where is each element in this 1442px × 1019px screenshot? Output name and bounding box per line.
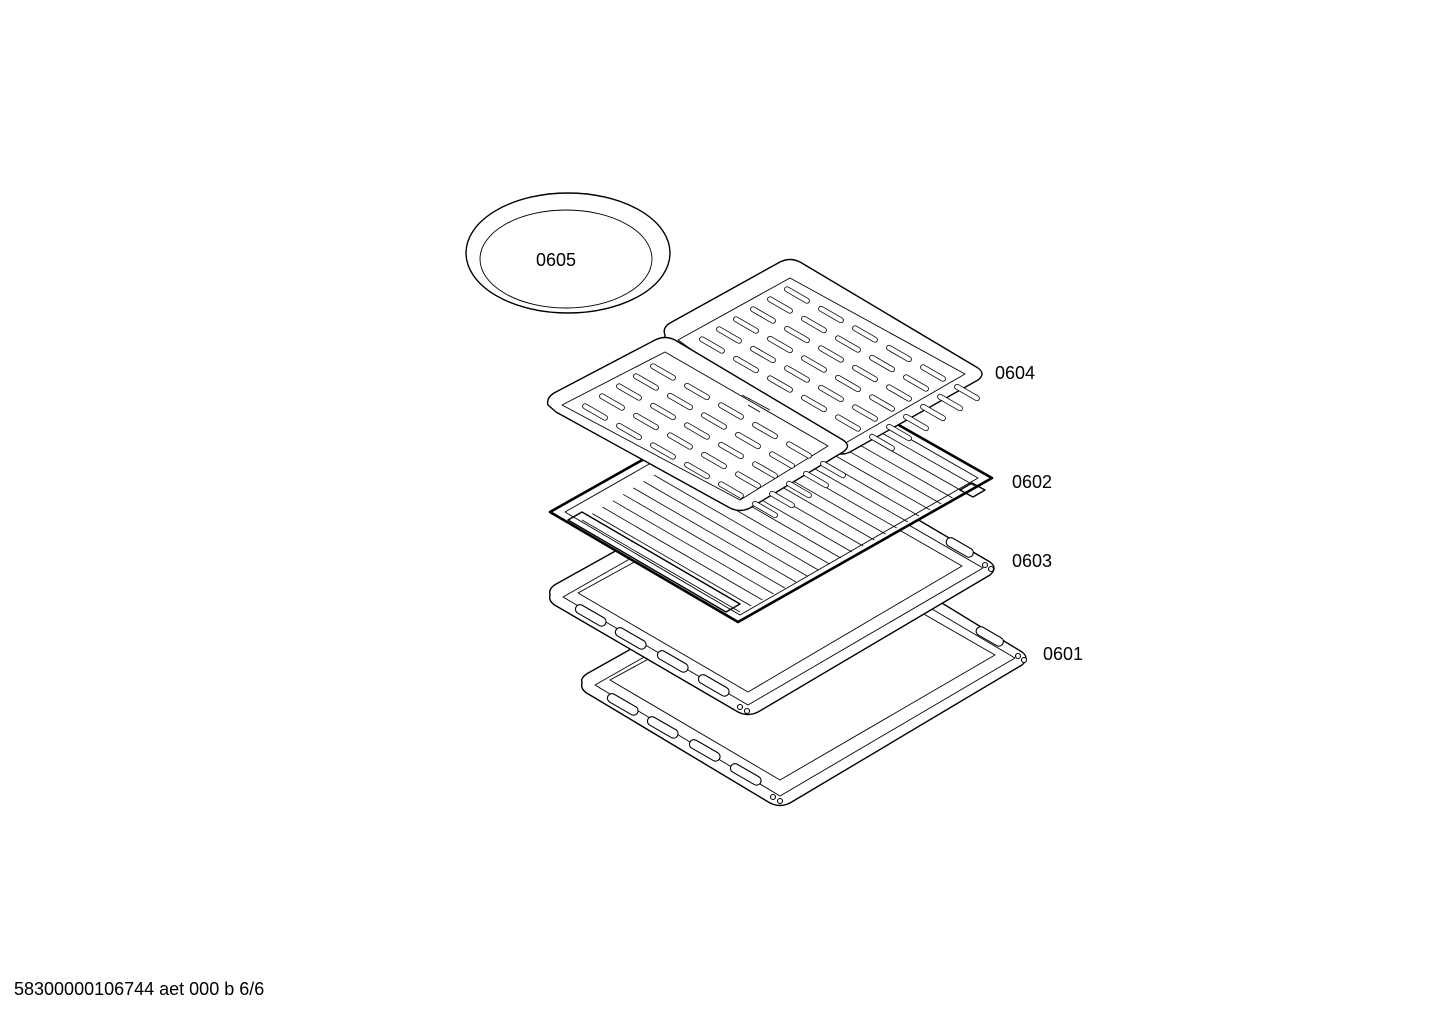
part-0604-grill-pans[interactable] (546, 258, 983, 519)
part-0601-baking-tray[interactable] (580, 538, 1028, 807)
label-0601: 0601 (1043, 644, 1083, 664)
label-0604: 0604 (995, 363, 1035, 383)
document-reference: 58300000106744 aet 000 b 6/6 (14, 979, 265, 999)
part-0605-pizza-pan[interactable] (465, 192, 671, 314)
label-0602: 0602 (1012, 472, 1052, 492)
label-0603: 0603 (1012, 551, 1052, 571)
label-0605: 0605 (536, 250, 576, 270)
